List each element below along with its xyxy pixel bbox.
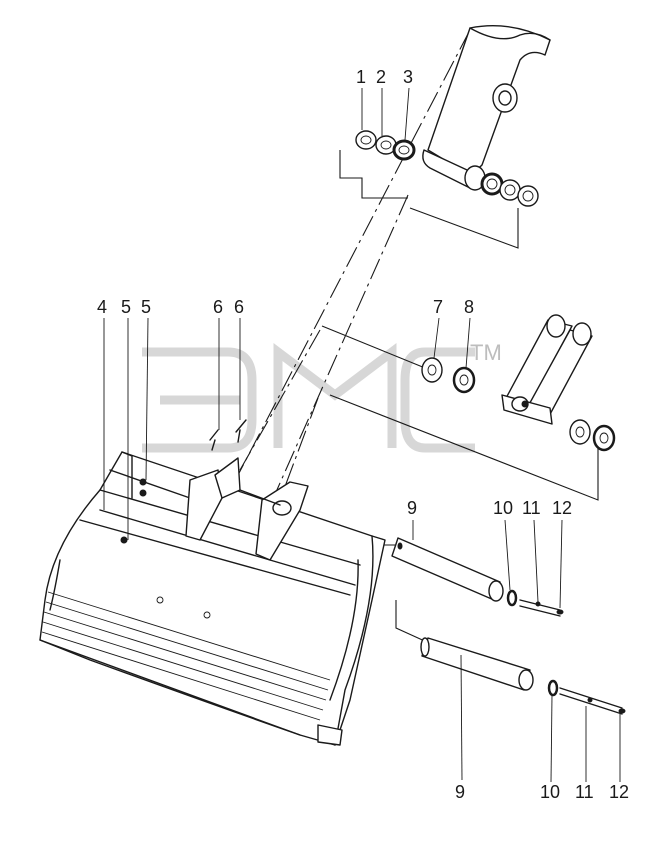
- callout-3: 3: [403, 67, 413, 87]
- callout-2: 2: [376, 67, 386, 87]
- callout-8: 8: [464, 297, 474, 317]
- washer-set-top-left: [355, 130, 416, 161]
- callout-6-left: 6: [213, 297, 223, 317]
- callout-7: 7: [433, 297, 443, 317]
- callout-1: 1: [356, 67, 366, 87]
- watermark-logo: TM: [142, 340, 502, 453]
- callout-leaders: [103, 87, 621, 783]
- pin-hardware-lower: [547, 679, 626, 715]
- callout-10-upper: 10: [493, 498, 513, 518]
- callout-6-right: 6: [234, 297, 244, 317]
- callout-12-upper: 12: [552, 498, 572, 518]
- callout-5-left: 5: [121, 297, 131, 317]
- callout-11-lower: 11: [575, 782, 594, 802]
- callout-10-lower: 10: [540, 782, 560, 802]
- watermark-tm: TM: [470, 340, 502, 365]
- pin-upper: [391, 537, 504, 602]
- link-rod: [501, 314, 593, 425]
- washer-set-middle: [421, 357, 616, 452]
- callout-12-lower: 12: [609, 782, 629, 802]
- callout-5-right: 5: [141, 297, 151, 317]
- pin-lower: [420, 637, 534, 691]
- assembly-lines: [224, 29, 599, 649]
- washer-set-top-right: [480, 172, 539, 207]
- callout-9-lower: 9: [455, 782, 465, 802]
- callout-4: 4: [97, 297, 107, 317]
- callout-labels: 1 2 3 4 5 5 6 6 7 8 9 10 11 12 9 10 11 1…: [97, 67, 629, 802]
- boom-arm: [422, 25, 551, 191]
- callout-9-upper: 9: [407, 498, 417, 518]
- callout-11-upper: 11: [522, 498, 541, 518]
- bucket-body: [39, 419, 386, 746]
- pin-hardware-upper: [506, 589, 564, 617]
